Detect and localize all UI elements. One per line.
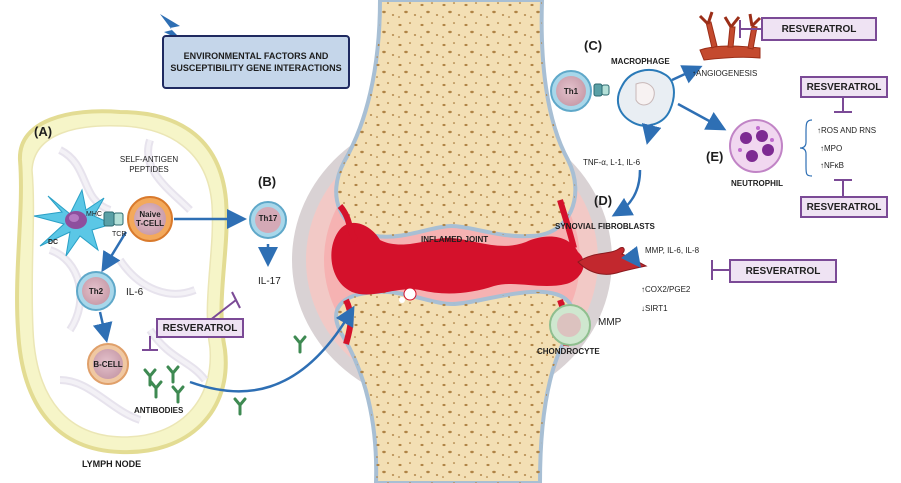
nfkb-text: NFκB (824, 161, 844, 170)
resveratrol-box-lymph-node: RESVERATROL (156, 318, 244, 338)
il6-label: IL-6 (126, 287, 144, 298)
naive-tcell-label-line2: T-CELL (136, 219, 164, 228)
resveratrol-box-angiogenesis: RESVERATROL (761, 17, 877, 41)
section-c-label: (C) (584, 38, 603, 53)
th17-cell (249, 201, 287, 239)
dc-label: DC (48, 239, 59, 246)
section-a-label: (A) (34, 124, 53, 139)
lightning-icon (160, 14, 184, 42)
angiogenesis-vessel (698, 11, 762, 61)
antibodies (143, 313, 341, 416)
macrophage-cytokines-label: TNF-α, L-1, IL-6 (583, 158, 641, 167)
resveratrol-box-synovial: RESVERATROL (729, 259, 837, 283)
mhc-label: MHC (86, 211, 102, 218)
resveratrol-box-neutrophil-top: RESVERATROL (800, 76, 888, 98)
nfkb-label: ↑NFκB (820, 160, 844, 172)
lymph-node-label: LYMPH NODE (82, 459, 142, 469)
environmental-factors-box: ENVIRONMENTAL FACTORS AND SUSCEPTIBILITY… (162, 35, 350, 89)
naive-tcell-label-line1: Naive (139, 210, 161, 219)
th2-label: Th2 (88, 287, 104, 296)
neutrophil-label: NEUTROPHIL (731, 179, 783, 188)
blue-arrows (92, 65, 727, 393)
ros-label: ↑ROS AND RNS (817, 125, 876, 137)
neutrophil-bracket (799, 119, 813, 177)
th17-nucleus (255, 207, 281, 233)
joint-mmp-label: MMP (598, 317, 622, 328)
naive-tcell-label: Naive T-CELL (130, 210, 170, 228)
macrophage-label: MACROPHAGE (611, 57, 670, 66)
self-antigen-label: SELF-ANTIGEN PEPTIDES (119, 155, 179, 174)
cox2-text: COX2/PGE2 (645, 285, 691, 294)
up-arrow: ↑ (820, 144, 824, 153)
bubble (403, 287, 417, 301)
section-d-label: (D) (594, 193, 613, 208)
synovial-inflammation (337, 199, 577, 347)
sirt1-label: ↓SIRT1 (641, 303, 668, 315)
resveratrol-box-neutrophil-bottom: RESVERATROL (800, 196, 888, 218)
chondrocyte-label: CHONDROCYTE (537, 347, 600, 356)
synovial-mediators-label: MMP, IL-6, IL-8 (645, 246, 700, 255)
section-b-label: (B) (258, 174, 277, 189)
up-arrow: ↑ (692, 69, 696, 78)
section-e-label: (E) (706, 149, 724, 164)
up-arrow: ↑ (820, 161, 824, 170)
th1-label: Th1 (563, 87, 579, 96)
upper-bone-texture (336, 0, 576, 237)
antibodies-label: ANTIBODIES (134, 406, 184, 415)
angiogenesis-text: ANGIOGENESIS (696, 69, 758, 78)
macrophage (616, 69, 675, 127)
sirt1-text: SIRT1 (645, 304, 668, 313)
cox2-label: ↑COX2/PGE2 (641, 284, 690, 296)
th1-cell (550, 70, 610, 112)
synovial-fibroblasts-label: SYNOVIAL FIBROBLASTS (555, 222, 655, 231)
up-arrow: ↑ (817, 126, 821, 135)
bcell-label: B-CELL (93, 360, 123, 369)
neutrophil (729, 119, 783, 173)
up-arrow: ↑ (641, 285, 645, 294)
angiogenesis-label: ↑ANGIOGENESIS (692, 68, 757, 80)
il17-label: IL-17 (258, 276, 281, 287)
inflamed-joint-label: INFLAMED JOINT (421, 235, 489, 244)
inflammation-zone (331, 222, 584, 295)
down-arrow: ↓ (641, 304, 645, 313)
ros-text: ROS AND RNS (821, 126, 877, 135)
mpo-label: ↑MPO (820, 143, 842, 155)
chondrocyte (549, 304, 591, 346)
tcr-label: TCR (112, 231, 127, 238)
b-cell (87, 343, 129, 385)
th17-label: Th17 (258, 214, 278, 223)
dendritic-cell (33, 188, 114, 257)
lower-bone-texture (336, 291, 574, 483)
mpo-text: MPO (824, 144, 843, 153)
naive-t-cell (103, 196, 173, 242)
th2-cell (76, 271, 116, 311)
bubble-small (399, 297, 405, 303)
